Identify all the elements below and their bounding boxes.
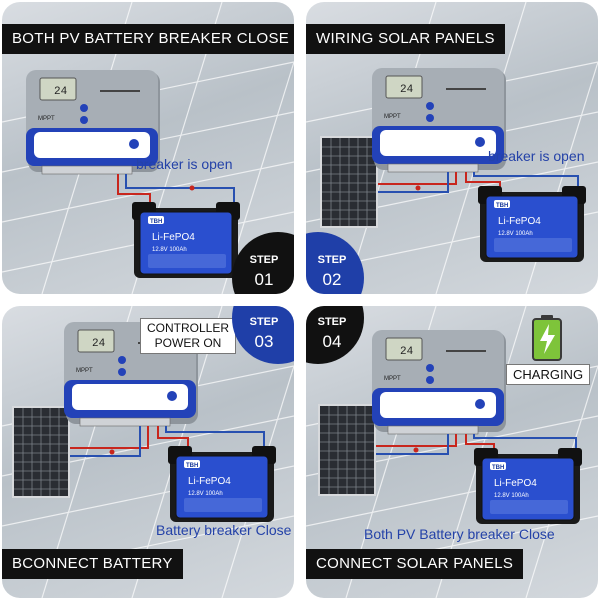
step-label: STEP <box>317 316 347 328</box>
step-1-title: BOTH PV BATTERY BREAKER CLOSE <box>2 24 294 54</box>
step-label: STEP <box>249 254 279 266</box>
step-4-title: CONNECT SOLAR PANELS <box>306 549 524 579</box>
step-2-note: breaker is open <box>488 148 585 164</box>
step-1-note: breaker is open <box>136 156 233 172</box>
charging-battery-icon <box>532 315 562 361</box>
callout-line-1: CONTROLLER <box>147 321 230 335</box>
step-number: 03 <box>254 332 274 351</box>
step-label: STEP <box>249 316 279 328</box>
charging-callout: CHARGING <box>506 364 591 385</box>
step-3-note: Battery breaker Close <box>156 522 292 538</box>
step-3-badge: STEP 03 <box>232 306 294 364</box>
step-2-panel: WIRING SOLAR PANELS breaker is open STEP… <box>306 2 598 294</box>
lifepo4-battery-icon <box>478 185 586 263</box>
step-label: STEP <box>317 254 347 266</box>
step-4-panel: CHARGING CONNECT SOLAR PANELS Both PV Ba… <box>306 306 598 598</box>
callout-line-2: POWER ON <box>154 336 222 350</box>
step-number: 01 <box>254 270 274 289</box>
step-4-note: Both PV Battery breaker Close <box>364 526 555 542</box>
lifepo4-battery-icon <box>168 445 276 523</box>
step-1-panel: BOTH PV BATTERY BREAKER CLOSE breaker is… <box>2 2 294 294</box>
lifepo4-battery-icon <box>474 447 582 525</box>
step-2-title: WIRING SOLAR PANELS <box>306 24 505 54</box>
step-3-panel: BCONNECT BATTERY Battery breaker Close C… <box>2 306 294 598</box>
step-number: 02 <box>322 270 342 289</box>
step-number: 04 <box>322 332 342 351</box>
controller-power-callout: CONTROLLER POWER ON <box>140 318 237 354</box>
step-3-title: BCONNECT BATTERY <box>2 549 183 579</box>
system-wires <box>70 426 265 457</box>
lifepo4-battery-icon <box>132 201 240 279</box>
